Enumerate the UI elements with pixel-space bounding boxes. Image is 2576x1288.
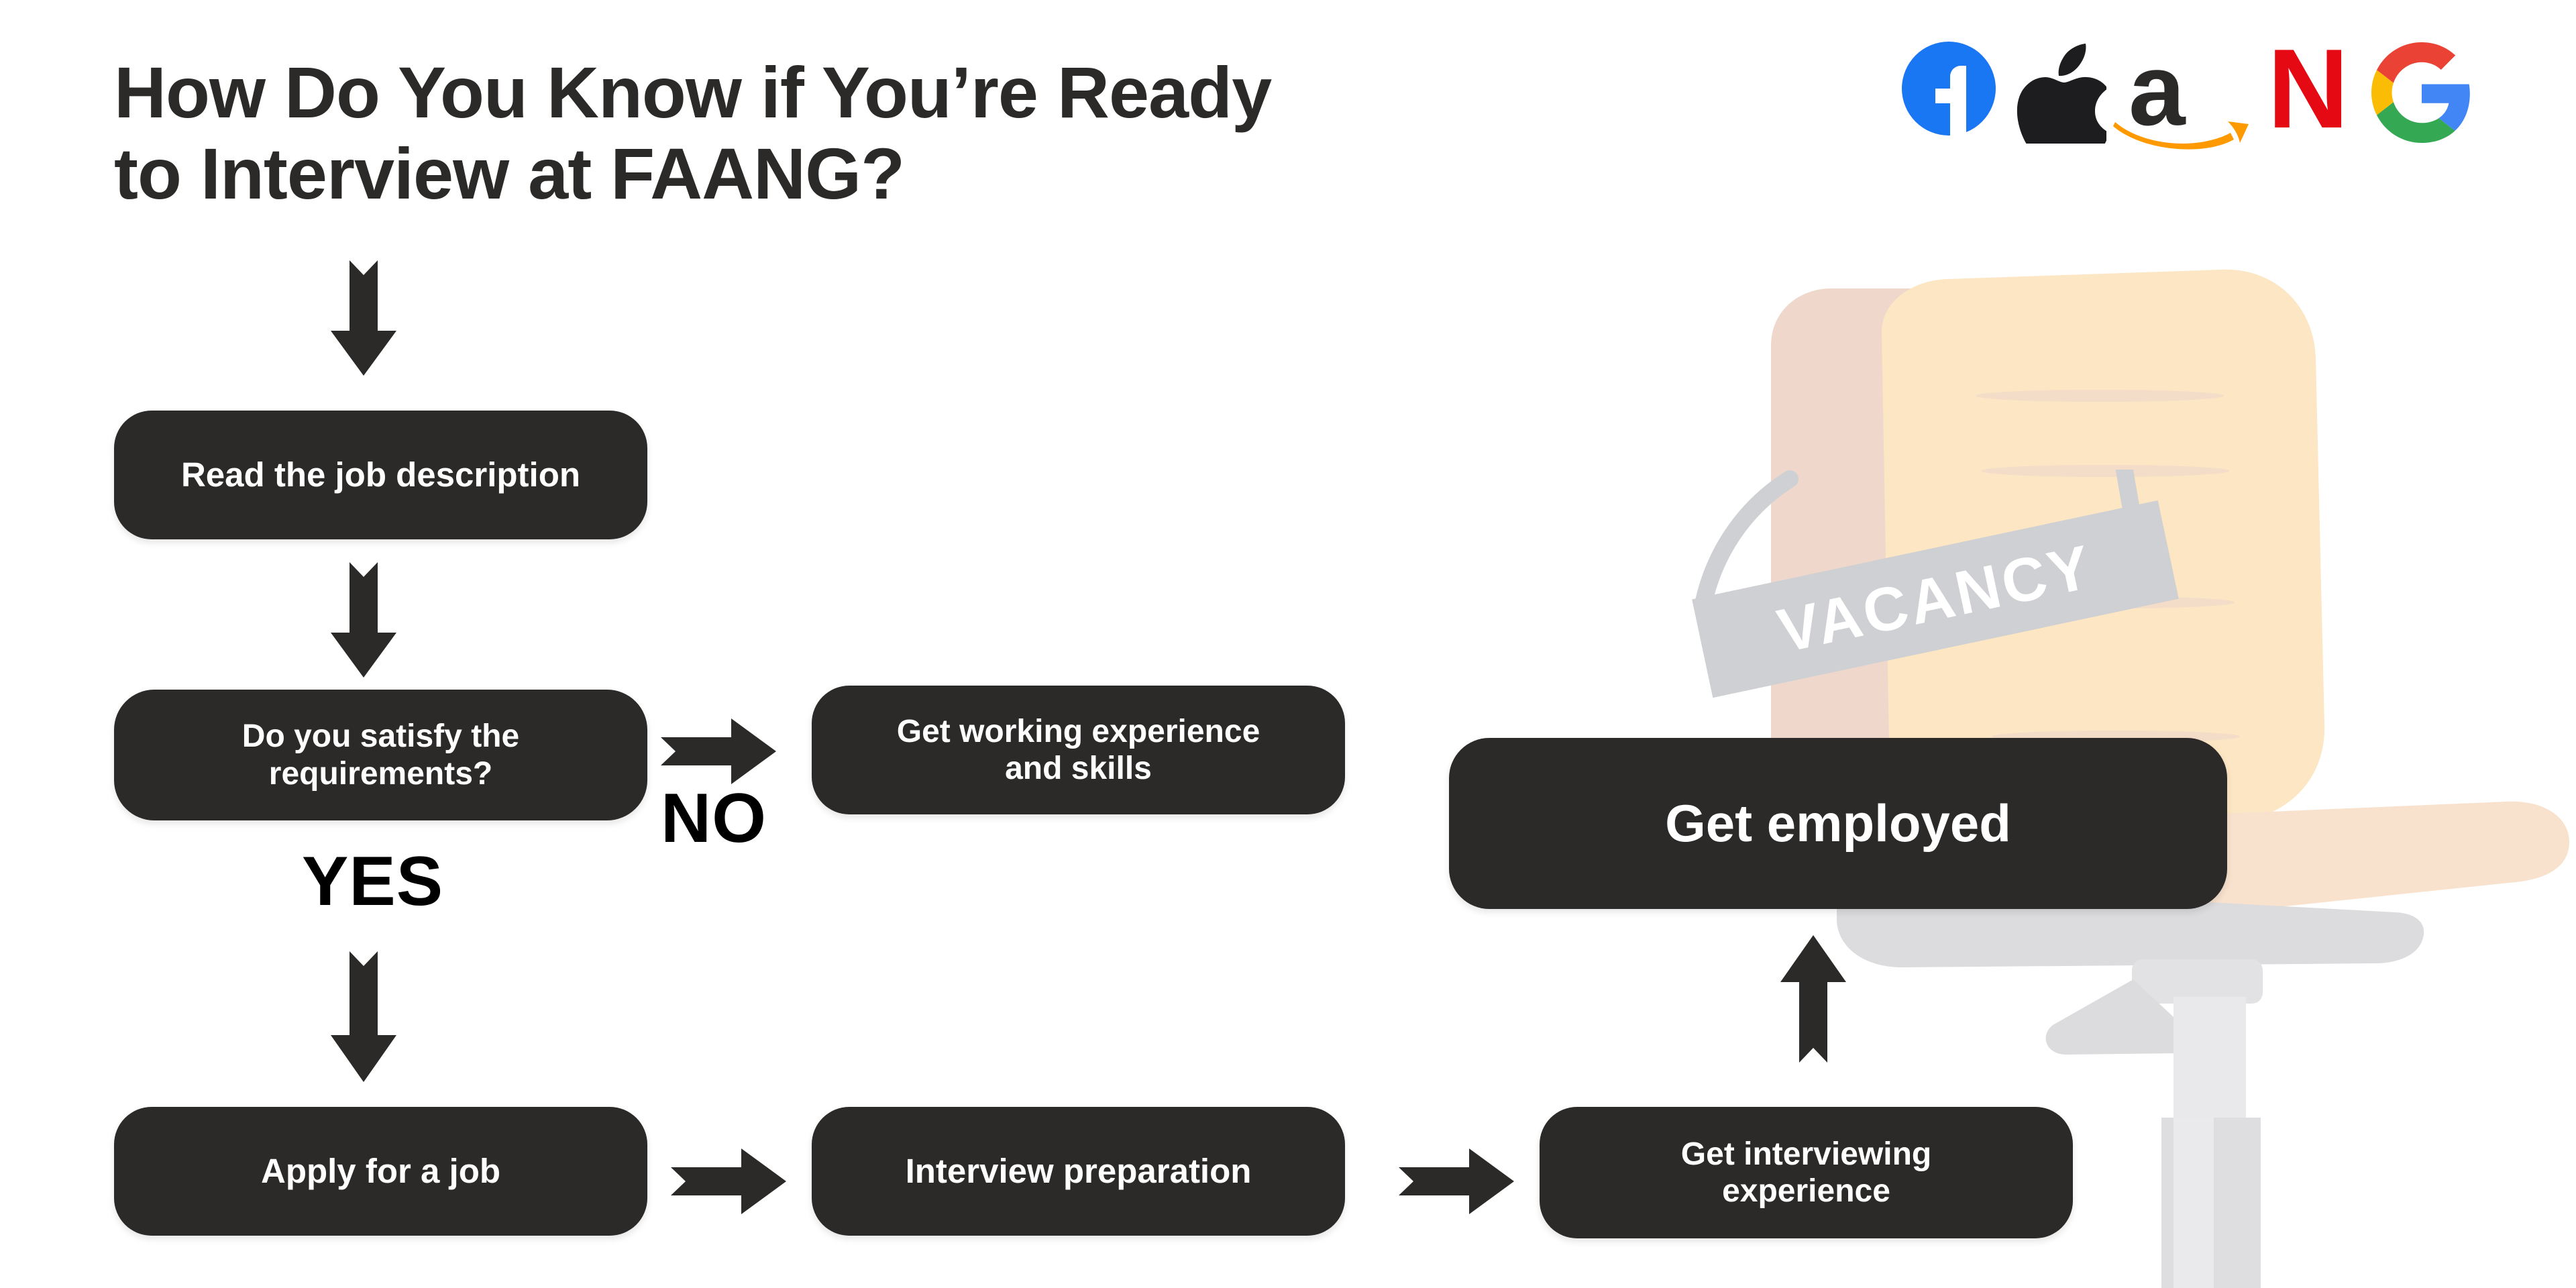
flow-box-label: Get working experience and skills [896, 713, 1260, 786]
flow-box-label: Interview preparation [905, 1151, 1252, 1190]
faang-logo-row: a N [1902, 32, 2506, 150]
google-logo-icon [2371, 42, 2472, 143]
apple-logo-icon [2016, 42, 2106, 144]
arrow-right-prep-to-get-interviewing [1399, 1144, 1514, 1218]
amazon-swoosh-icon [2111, 103, 2252, 154]
chair-height-lever [2045, 979, 2184, 1055]
facebook-logo-icon [1902, 42, 1996, 136]
arrow-down-read-to-decision [327, 562, 400, 678]
chair-stitch-line-1 [1976, 390, 2224, 402]
flow-box-get-interviewing-experience[interactable]: Get interviewing experience [1540, 1107, 2073, 1238]
flow-box-label: Get employed [1665, 793, 2011, 853]
chair-stitch-line-2 [1981, 465, 2229, 477]
flow-box-interview-preparation[interactable]: Interview preparation [812, 1107, 1345, 1236]
arrow-down-to-read-box [327, 260, 400, 376]
flow-box-label: Read the job description [180, 455, 581, 494]
arrow-down-yes-to-apply [327, 951, 400, 1082]
flow-box-get-employed[interactable]: Get employed [1449, 738, 2227, 909]
flow-box-label: Get interviewing experience [1680, 1136, 1932, 1209]
amazon-logo-icon: a [2113, 33, 2249, 150]
flow-box-do-you-satisfy-the-requirements[interactable]: Do you satisfy the requirements? [114, 690, 647, 820]
chair-column-highlight [2174, 1118, 2214, 1288]
page-title-line-1: How Do You Know if You’re Ready [114, 52, 1272, 133]
flow-label-no: NO [661, 780, 767, 857]
arrow-up-to-get-employed [1776, 935, 1850, 1063]
arrow-right-no-to-get-working-experience [661, 714, 776, 788]
flow-box-label: Do you satisfy the requirements? [241, 718, 520, 792]
flow-box-get-working-experience-and-skills[interactable]: Get working experience and skills [812, 686, 1345, 814]
netflix-letter-n: N [2267, 25, 2349, 152]
flow-label-yes: YES [302, 843, 444, 920]
netflix-logo-icon: N [2267, 32, 2355, 145]
flow-box-read-the-job-description[interactable]: Read the job description [114, 411, 647, 539]
amazon-letter-a: a [2129, 33, 2186, 147]
page-title-line-2: to Interview at FAANG? [114, 132, 905, 214]
chair-gas-lift-collar [2132, 959, 2263, 1004]
chair-column-upper [2174, 997, 2246, 1131]
vacancy-sign: VACANCY [1677, 470, 2207, 701]
flow-box-apply-for-a-job[interactable]: Apply for a job [114, 1107, 647, 1236]
arrow-right-apply-to-prep [671, 1144, 786, 1218]
flow-box-label: Apply for a job [261, 1151, 500, 1190]
page-title: How Do You Know if You’re Ready to Inter… [114, 52, 1724, 215]
